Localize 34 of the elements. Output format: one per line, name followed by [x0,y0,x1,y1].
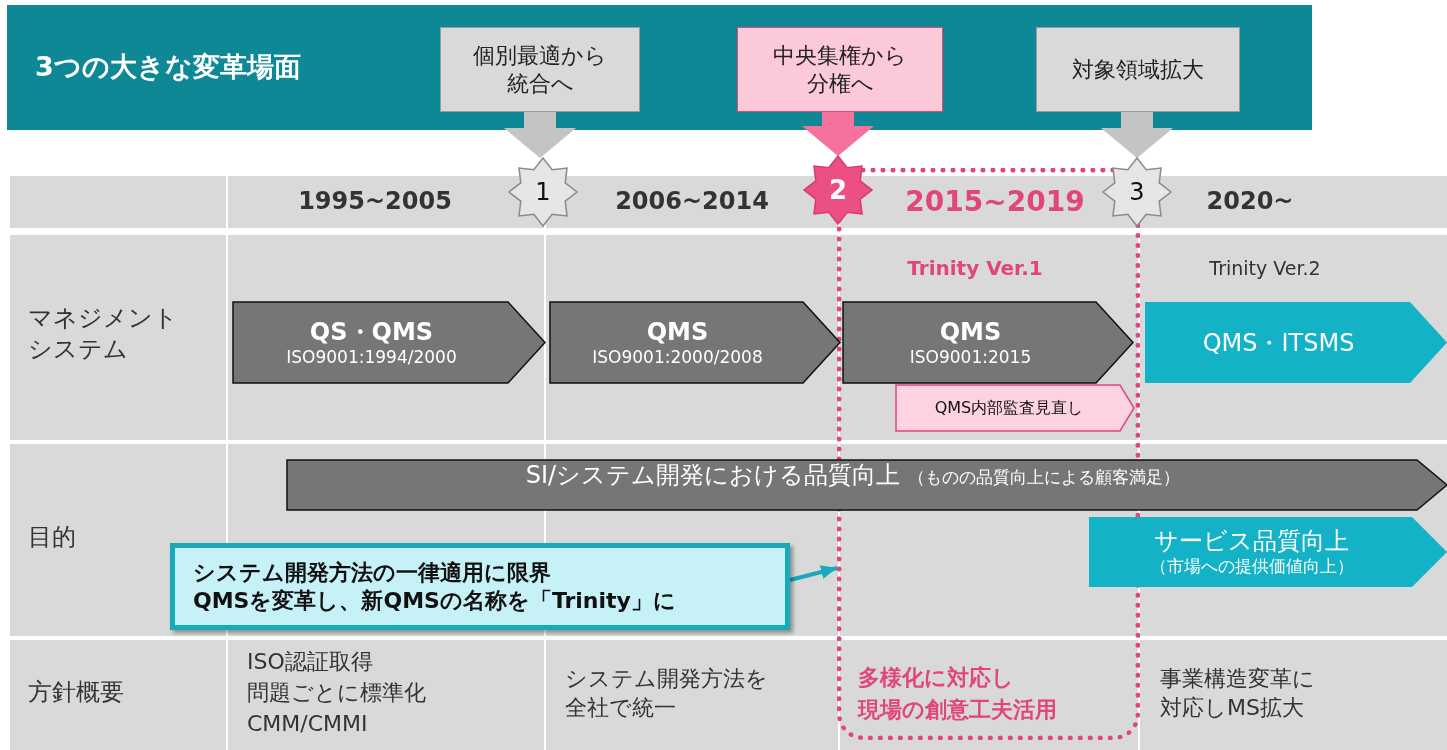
cell-text: 事業構造変革に対応しMS拡大 [1160,665,1316,722]
star-badge: 1 [508,157,578,227]
row-header: 方針概要 [28,677,124,709]
star-badge: 2 [803,155,873,225]
arrow-shape: QS・QMS ISO9001:1994/2000 [233,302,545,383]
callout-arrow [802,112,874,156]
callout-box: 対象領域拡大 [1036,27,1240,112]
arrow-shape: QMS・ITSMS [1145,302,1447,383]
callout-box: システム開発方法の一律適用に限界 QMSを変革し、新QMSの名称を「Trinity」に [170,543,790,630]
arrow-shape: QMS内部監査見直し [896,385,1134,431]
version-label: Trinity Ver.1 [907,255,1043,281]
callout-box: 個別最適から統合へ [440,27,640,112]
column-header: 2006~2014 [615,186,769,218]
cell-text: 問題ごとに標準化 [247,678,426,707]
callout-arrow [504,112,576,158]
version-label: Trinity Ver.2 [1209,255,1321,281]
cell-text: ISO認証取得 [247,647,373,676]
column-header: 2015~2019 [905,183,1085,220]
cell-text: 現場の創意工夫活用 [858,695,1057,724]
cell-text: システム開発方法を全社で統一 [565,665,769,722]
column-header: 2020~ [1206,186,1294,218]
title: 3つの大きな変革場面 [35,50,301,84]
star-badge: 3 [1102,157,1172,227]
row-header: 目的 [28,522,76,554]
arrow-shape: サービス品質向上 （市場への提供価値向上） [1089,517,1447,587]
arrow-shape: QMS ISO9001:2015 [843,302,1133,383]
arrow-shape: QMS ISO9001:2000/2008 [550,302,840,383]
cell-text: 多様化に対応し [858,663,1014,692]
row-header: マネジメントシステム [28,302,179,365]
arrow [789,565,838,582]
cell-text: CMM/CMMI [247,709,368,738]
callout-arrow [1101,112,1173,158]
callout-box: 中央集権から分権へ [737,27,943,112]
column-header: 1995~2005 [298,186,452,218]
